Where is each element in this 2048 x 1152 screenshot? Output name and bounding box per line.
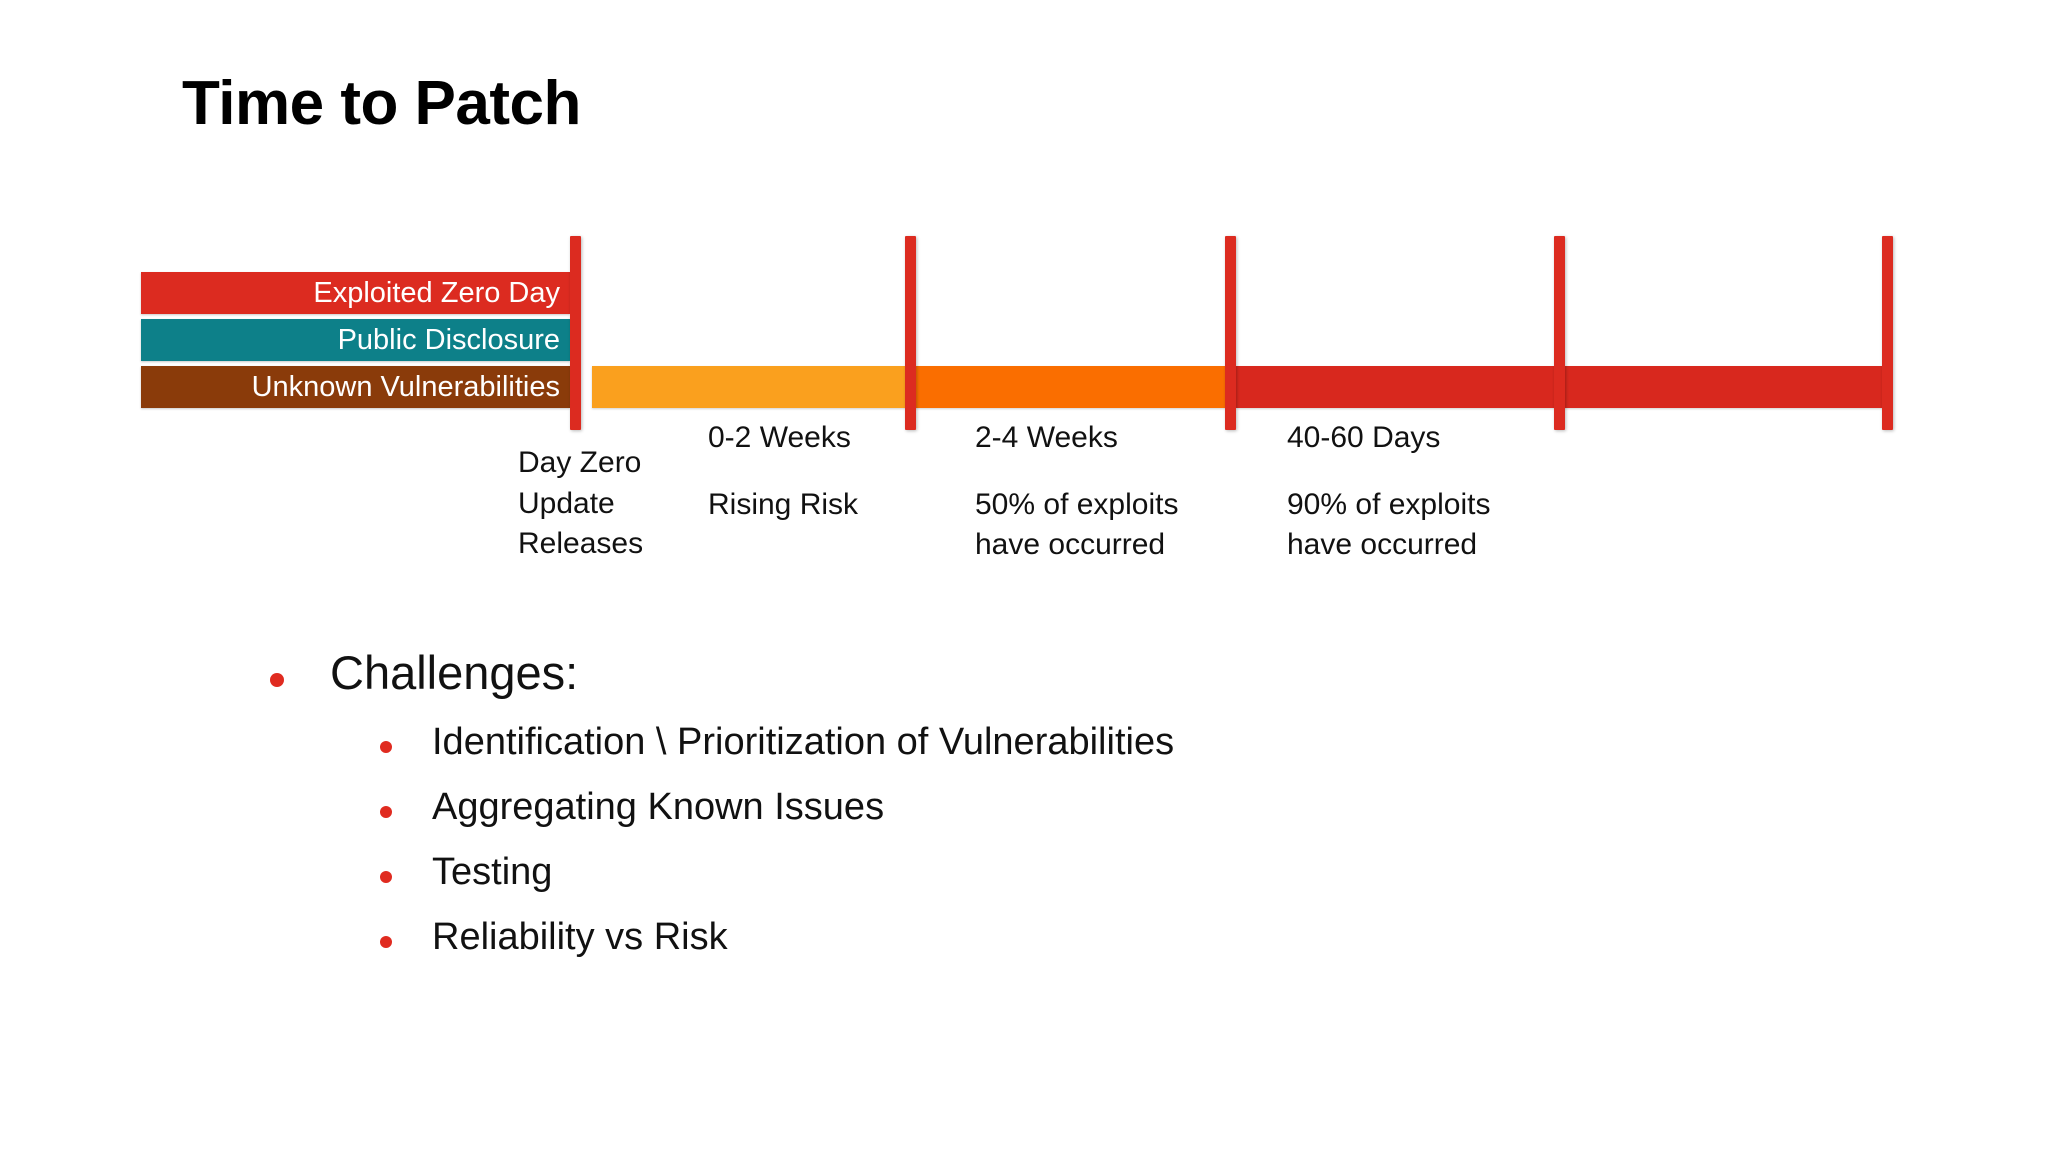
bullet-item-0: Challenges: xyxy=(270,645,1770,717)
phase-title: 2-4 Weeks xyxy=(975,421,1118,454)
legend-label: Unknown Vulnerabilities xyxy=(251,370,560,403)
bullet-dot-icon xyxy=(380,936,392,948)
bullet-dot-icon xyxy=(380,871,392,883)
segment-40-60-days xyxy=(1236,366,1558,408)
bullet-text: Reliability vs Risk xyxy=(432,916,728,958)
bullet-text: Identification \ Prioritization of Vulne… xyxy=(432,721,1175,763)
bullet-item-2: Aggregating Known Issues xyxy=(380,782,1770,847)
bullet-list: Challenges: Identification \ Prioritizati… xyxy=(270,645,1770,977)
phase-title: 40-60 Days xyxy=(1287,421,1441,454)
phase-day-zero: Day Zero Update Releases xyxy=(518,443,643,565)
phase-detail: Rising Risk xyxy=(708,487,859,521)
bullet-text: Challenges: xyxy=(330,646,579,699)
phase-detail: 50% of exploits have occurred xyxy=(975,487,1179,562)
bullet-text: Aggregating Known Issues xyxy=(432,786,885,828)
phase-title: 0-2 Weeks xyxy=(708,421,851,454)
slide-title: Time to Patch xyxy=(182,69,581,138)
bullet-item-1: Identification \ Prioritization of Vulne… xyxy=(380,717,1770,782)
legend-bar-1: Public Disclosure xyxy=(141,319,570,361)
legend-bar-2: Unknown Vulnerabilities xyxy=(141,366,570,408)
legend-label: Exploited Zero Day xyxy=(313,276,560,309)
segment-beyond xyxy=(1562,366,1887,408)
legend-bar-0: Exploited Zero Day xyxy=(141,272,570,314)
bullet-item-4: Reliability vs Risk xyxy=(380,912,1770,977)
bullet-dot-icon xyxy=(380,741,392,753)
marker-2-weeks xyxy=(905,236,916,430)
bullet-dot-icon xyxy=(380,806,392,818)
bullet-item-3: Testing xyxy=(380,847,1770,912)
phase-detail: 90% of exploits have occurred xyxy=(1287,487,1491,562)
phase-2-4-weeks: 2-4 Weeks 50% of exploits have occurred xyxy=(975,418,1178,566)
marker-4-weeks xyxy=(1225,236,1236,430)
marker-60-days xyxy=(1554,236,1565,430)
bullet-text: Testing xyxy=(432,851,553,893)
marker-day-zero xyxy=(570,236,581,430)
segment-2-4-weeks xyxy=(910,366,1230,408)
legend-label: Public Disclosure xyxy=(337,323,560,356)
segment-0-2-weeks xyxy=(592,366,910,408)
phase-40-60-days: 40-60 Days 90% of exploits have occurred xyxy=(1287,418,1490,566)
marker-end xyxy=(1882,236,1893,430)
bullet-dot-icon xyxy=(270,673,284,687)
phase-title: Day Zero Update Releases xyxy=(518,446,644,560)
